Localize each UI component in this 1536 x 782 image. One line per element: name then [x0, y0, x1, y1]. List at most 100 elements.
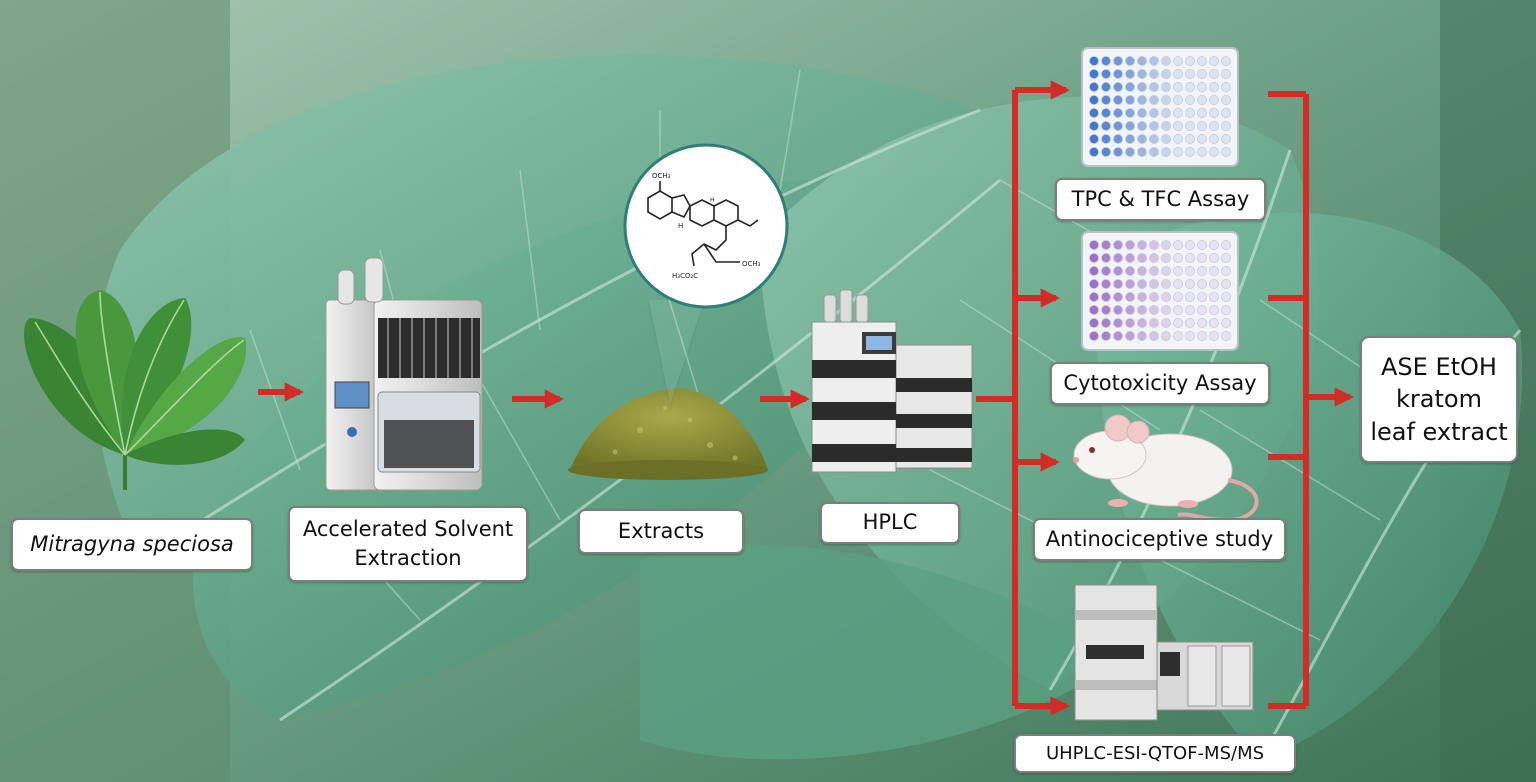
well — [1185, 133, 1196, 144]
well — [1137, 56, 1148, 67]
well — [1161, 278, 1172, 289]
well — [1125, 146, 1136, 157]
well — [1209, 304, 1220, 315]
well — [1209, 317, 1220, 328]
well — [1221, 108, 1232, 119]
well — [1173, 317, 1184, 328]
well — [1125, 133, 1136, 144]
well — [1125, 239, 1136, 250]
well — [1149, 252, 1160, 263]
well — [1197, 265, 1208, 276]
h-label: H — [710, 197, 715, 204]
well — [1137, 265, 1148, 276]
well — [1173, 121, 1184, 132]
well — [1101, 146, 1112, 157]
well — [1161, 252, 1172, 263]
well — [1161, 317, 1172, 328]
well — [1185, 95, 1196, 106]
well — [1185, 304, 1196, 315]
well — [1173, 69, 1184, 80]
well — [1101, 278, 1112, 289]
well — [1089, 56, 1100, 67]
well — [1161, 121, 1172, 132]
well — [1113, 69, 1124, 80]
well — [1113, 146, 1124, 157]
well — [1221, 330, 1232, 341]
well — [1197, 95, 1208, 106]
well — [1089, 239, 1100, 250]
well — [1125, 69, 1136, 80]
well — [1113, 95, 1124, 106]
well — [1089, 265, 1100, 276]
well — [1209, 146, 1220, 157]
well — [1137, 121, 1148, 132]
well — [1125, 252, 1136, 263]
well — [1113, 133, 1124, 144]
well — [1173, 56, 1184, 67]
well — [1173, 146, 1184, 157]
well — [1137, 95, 1148, 106]
label-cytotoxicity-assay: Cytotoxicity Assay — [1050, 362, 1270, 405]
well — [1101, 121, 1112, 132]
well — [1173, 82, 1184, 93]
label-extracts: Extracts — [578, 509, 744, 554]
well — [1161, 56, 1172, 67]
well — [1209, 95, 1220, 106]
well — [1197, 146, 1208, 157]
well — [1113, 330, 1124, 341]
uhplc-qtof-instrument-icon — [1074, 584, 1254, 721]
well — [1197, 69, 1208, 80]
well — [1209, 239, 1220, 250]
well — [1149, 317, 1160, 328]
well — [1221, 304, 1232, 315]
well — [1089, 95, 1100, 106]
well — [1113, 291, 1124, 302]
well — [1221, 317, 1232, 328]
label-uhplc-esi-qtof-ms-ms: UHPLC-ESI-QTOF-MS/MS — [1014, 734, 1296, 773]
well — [1197, 239, 1208, 250]
well — [1149, 121, 1160, 132]
well — [1125, 95, 1136, 106]
well — [1137, 239, 1148, 250]
well — [1089, 82, 1100, 93]
label-antinociceptive-study: Antinociceptive study — [1033, 518, 1286, 561]
well — [1197, 56, 1208, 67]
well — [1149, 69, 1160, 80]
well — [1137, 317, 1148, 328]
well — [1137, 82, 1148, 93]
well — [1089, 121, 1100, 132]
well — [1125, 56, 1136, 67]
label-hplc: HPLC — [820, 502, 960, 544]
well — [1185, 278, 1196, 289]
well — [1149, 133, 1160, 144]
well — [1161, 95, 1172, 106]
well — [1125, 82, 1136, 93]
well — [1221, 95, 1232, 106]
well — [1161, 108, 1172, 119]
well — [1221, 265, 1232, 276]
well — [1101, 56, 1112, 67]
kratom-leaves-icon — [24, 290, 247, 490]
well — [1137, 146, 1148, 157]
enol-ether-label: OCH₃ — [742, 260, 761, 268]
well — [1089, 278, 1100, 289]
flow-arrows — [258, 80, 1354, 716]
well — [1185, 146, 1196, 157]
well — [1221, 278, 1232, 289]
well — [1209, 291, 1220, 302]
extract-powder-icon — [568, 388, 768, 480]
well — [1209, 330, 1220, 341]
well — [1197, 291, 1208, 302]
well — [1197, 278, 1208, 289]
well — [1185, 82, 1196, 93]
well — [1101, 133, 1112, 144]
well — [1197, 82, 1208, 93]
well — [1197, 252, 1208, 263]
well — [1161, 239, 1172, 250]
well — [1125, 304, 1136, 315]
well — [1173, 95, 1184, 106]
well — [1125, 278, 1136, 289]
well — [1101, 330, 1112, 341]
